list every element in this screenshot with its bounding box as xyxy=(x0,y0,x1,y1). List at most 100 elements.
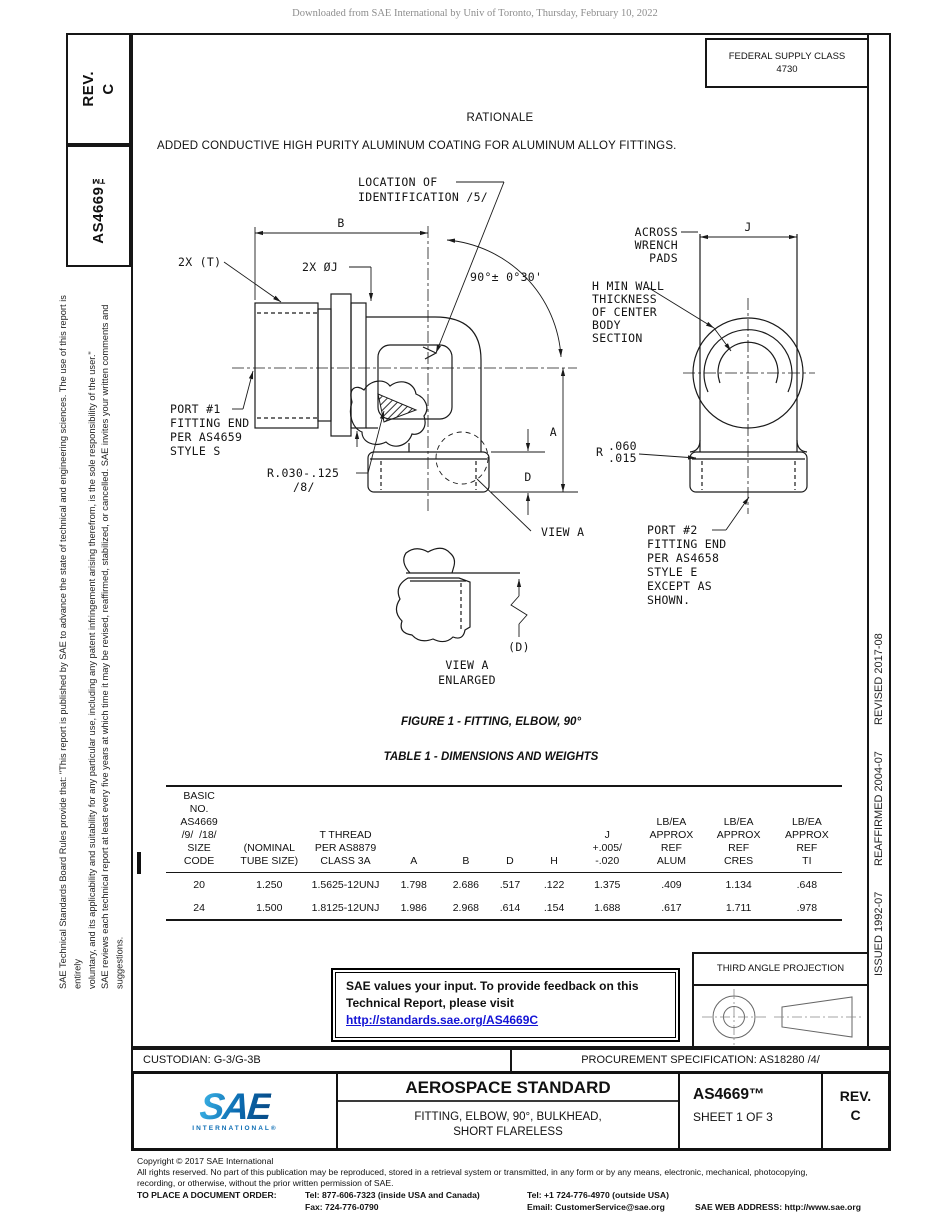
label-location-id-1: LOCATION OF xyxy=(358,175,437,189)
sae-logo-text: SAE xyxy=(197,1086,273,1127)
label-port1-line2: FITTING END xyxy=(170,416,249,430)
issued-date: ISSUED 1992-07 xyxy=(873,891,885,976)
feedback-link[interactable]: http://standards.sae.org/AS4669C xyxy=(346,1013,539,1027)
label-view-a-caption-2: ENLARGED xyxy=(438,673,496,687)
label-r-min: .015 xyxy=(608,451,637,465)
rationale-text: ADDED CONDUCTIVE HIGH PURITY ALUMINUM CO… xyxy=(157,140,677,152)
label-port2-line4: STYLE E xyxy=(647,565,698,579)
sae-logo: SAE INTERNATIONAL® xyxy=(134,1074,338,1148)
label-hmin-4: BODY xyxy=(592,318,621,332)
third-angle-projection-box: THIRD ANGLE PROJECTION xyxy=(692,952,869,1049)
feedback-text-2: Technical Report, please visit xyxy=(346,996,514,1010)
email-address: Email: CustomerService@sae.org xyxy=(527,1202,665,1212)
revised-date: REVISED 2017-08 xyxy=(873,632,885,725)
col-j: J +.005/ -.020 xyxy=(577,786,638,873)
label-dim-a: A xyxy=(550,425,557,439)
label-across-2: WRENCH xyxy=(635,238,678,252)
title-block-number-cell: AS4669™ SHEET 1 OF 3 xyxy=(680,1074,823,1148)
federal-supply-class-label: FEDERAL SUPPLY CLASS xyxy=(728,51,846,62)
col-weight-ti: LB/EA APPROX REF TI xyxy=(771,786,842,873)
feedback-text-1: SAE values your input. To provide feedba… xyxy=(346,979,639,993)
label-angle-tolerance: 90°± 0°30' xyxy=(470,270,542,284)
dimensions-table: BASIC NO. AS4669 /9/ /18/ SIZE CODE (NOM… xyxy=(166,785,842,921)
download-notice: Downloaded from SAE International by Uni… xyxy=(292,8,658,19)
legal-notice-paragraph-1: SAE Technical Standards Board Rules prov… xyxy=(56,283,97,989)
rev-box: REV. C xyxy=(66,33,131,145)
col-size-code: BASIC NO. AS4669 /9/ /18/ SIZE CODE xyxy=(166,786,233,873)
revision-history-strip: ISSUED 1992-07 REAFFIRMED 2004-07 REVISE… xyxy=(867,33,891,1048)
label-r-letter: R xyxy=(596,445,603,459)
doc-title-line2: SHORT FLARELESS xyxy=(453,1126,563,1138)
label-port2-line1: PORT #2 xyxy=(647,523,698,537)
web-address: SAE WEB ADDRESS: http://www.sae.org xyxy=(695,1202,861,1212)
reaffirmed-date: REAFFIRMED 2004-07 xyxy=(873,750,885,866)
label-location-id-2: IDENTIFICATION /5/ xyxy=(358,190,488,204)
label-dim-b: B xyxy=(337,216,344,230)
doc-number-vertical: AS4669™ xyxy=(90,168,107,244)
side-view: J ACROSS WRENCH PADS H MIN WALL THICKNES… xyxy=(592,220,815,607)
label-2x-t: 2X (T) xyxy=(178,255,221,269)
feedback-box: SAE values your input. To provide feedba… xyxy=(331,968,680,1042)
doc-type-title: AEROSPACE STANDARD xyxy=(338,1076,678,1102)
federal-supply-class-box: FEDERAL SUPPLY CLASS 4730 xyxy=(705,38,869,88)
col-b: B xyxy=(442,786,489,873)
view-a-enlarged: (D) VIEW A ENLARGED xyxy=(395,547,530,687)
label-hmin-5: SECTION xyxy=(592,331,643,345)
order-label: TO PLACE A DOCUMENT ORDER: xyxy=(137,1190,277,1200)
table-1-caption: TABLE 1 - DIMENSIONS AND WEIGHTS xyxy=(383,751,599,763)
label-port2-line2: FITTING END xyxy=(647,537,726,551)
label-r-max: .060 xyxy=(608,439,637,453)
label-d-ref: (D) xyxy=(508,640,530,654)
copyright-line: Copyright © 2017 SAE International xyxy=(137,1156,274,1166)
tel-outside: Tel: +1 724-776-4970 (outside USA) xyxy=(527,1190,669,1200)
label-hmin-1: H MIN WALL xyxy=(592,279,664,293)
title-block-rev-cell: REV. C xyxy=(839,1088,872,1123)
figure-1-drawing: B 90°± 0°30' A D VIEW A LOCATION OF IDEN… xyxy=(170,175,815,687)
col-weight-alum: LB/EA APPROX REF ALUM xyxy=(637,786,706,873)
sheet-number: SHEET 1 OF 3 xyxy=(693,1110,773,1124)
table-row: 20 1.250 1.5625-12UNJ 1.798 2.686 .517 .… xyxy=(193,878,818,891)
label-across-3: PADS xyxy=(649,251,678,265)
table-header-row: BASIC NO. AS4669 /9/ /18/ SIZE CODE (NOM… xyxy=(166,786,842,873)
figure-1-caption: FIGURE 1 - FITTING, ELBOW, 90° xyxy=(400,716,582,728)
label-port1-line3: PER AS4659 xyxy=(170,430,242,444)
label-view-a-caption-1: VIEW A xyxy=(445,658,488,672)
legal-notice-text-2: SAE reviews each technical report at lea… xyxy=(100,304,125,989)
doc-number-box: AS4669™ xyxy=(66,145,131,267)
procurement-spec-label: PROCUREMENT SPECIFICATION: AS18280 /4/ xyxy=(581,1054,820,1066)
col-tube-size: (NOMINAL TUBE SIZE) xyxy=(232,786,307,873)
rationale-title: RATIONALE xyxy=(466,112,534,124)
label-port2-line5: EXCEPT AS xyxy=(647,579,712,593)
col-weight-cres: LB/EA APPROX REF CRES xyxy=(705,786,772,873)
front-view: B 90°± 0°30' A D VIEW A LOCATION OF IDEN… xyxy=(170,175,584,539)
rev-label: REV. C xyxy=(79,71,117,107)
label-hmin-3: OF CENTER xyxy=(592,305,657,319)
title-block: SAE INTERNATIONAL® AEROSPACE STANDARD FI… xyxy=(131,1071,891,1151)
third-angle-projection-title: THIRD ANGLE PROJECTION xyxy=(694,954,867,986)
label-view-a-ref: VIEW A xyxy=(541,525,584,539)
doc-number: AS4669™ xyxy=(693,1086,765,1103)
title-block-center: AEROSPACE STANDARD FITTING, ELBOW, 90°, … xyxy=(338,1074,680,1148)
legal-notice-text-1: SAE Technical Standards Board Rules prov… xyxy=(58,295,97,989)
col-d: D xyxy=(488,786,532,873)
label-port1-line4: STYLE S xyxy=(170,444,221,458)
col-thread: T THREAD PER AS8879 CLASS 3A xyxy=(306,786,385,873)
table-row: 24 1.500 1.8125-12UNJ 1.986 2.968 .614 .… xyxy=(193,901,818,914)
label-radius-flag: /8/ xyxy=(293,480,315,494)
custodian-label: CUSTODIAN: G-3/G-3B xyxy=(133,1050,512,1071)
label-across-1: ACROSS xyxy=(635,225,678,239)
doc-title-line1: FITTING, ELBOW, 90°, BULKHEAD, xyxy=(414,1111,602,1123)
legal-notice-paragraph-2: SAE reviews each technical report at lea… xyxy=(98,283,125,989)
third-angle-projection-icon xyxy=(702,989,862,1045)
label-dim-d: D xyxy=(524,470,531,484)
fax-number: Fax: 724-776-0790 xyxy=(305,1202,379,1212)
label-2x-dia-j: 2X ØJ xyxy=(302,260,338,274)
label-port2-line6: SHOWN. xyxy=(647,593,690,607)
sae-logo-subtext: INTERNATIONAL® xyxy=(192,1125,278,1132)
change-bar xyxy=(137,852,141,874)
col-a: A xyxy=(384,786,443,873)
label-port1-line1: PORT #1 xyxy=(170,402,221,416)
label-hmin-2: THICKNESS xyxy=(592,292,657,306)
col-h: H xyxy=(531,786,578,873)
rights-line-2: recording, or otherwise, without the pri… xyxy=(137,1178,394,1188)
